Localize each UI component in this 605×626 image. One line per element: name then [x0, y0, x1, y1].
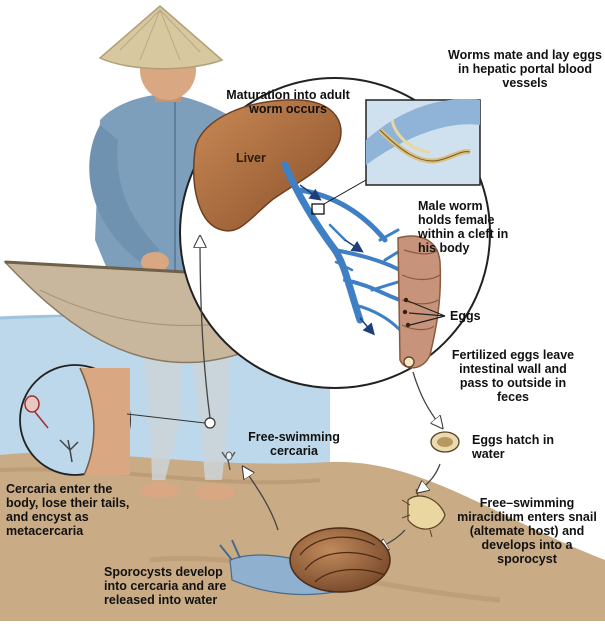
label-maturation: Maturation into adult worm occurs	[226, 88, 350, 116]
entry-point-marker	[204, 417, 216, 429]
miracidium	[401, 488, 446, 538]
label-free-cercaria: Free-swimming cercaria	[248, 430, 340, 458]
hatching-egg	[430, 431, 460, 453]
free-cercaria	[221, 451, 236, 471]
label-male-worm: Male worm holds female within a cleft in…	[418, 199, 509, 255]
label-cercaria-enter: Cercaria enter the body, lose their tail…	[6, 482, 130, 538]
label-worms-mate: Worms mate and lay eggs in hepatic porta…	[448, 48, 602, 90]
worm-inset	[365, 99, 481, 186]
cycle-arrows	[200, 240, 440, 548]
label-fertilized-eggs: Fertilized eggs leave intestinal wall an…	[451, 348, 575, 404]
label-miracidium: Free–swimming miracidium enters snail (a…	[457, 496, 597, 566]
skin-entry-circle	[19, 364, 131, 476]
label-sporocysts: Sporocysts develop into cercaria and are…	[104, 565, 227, 607]
snail	[219, 527, 391, 596]
label-eggs: Eggs	[450, 309, 481, 323]
portal-vessels	[281, 161, 402, 332]
label-liver: Liver	[236, 151, 266, 165]
entry-pointer-line	[126, 413, 206, 424]
liver-shape	[193, 99, 342, 232]
label-eggs-hatch: Eggs hatch in water	[472, 433, 554, 461]
eggs-pointer-lines	[407, 300, 446, 326]
